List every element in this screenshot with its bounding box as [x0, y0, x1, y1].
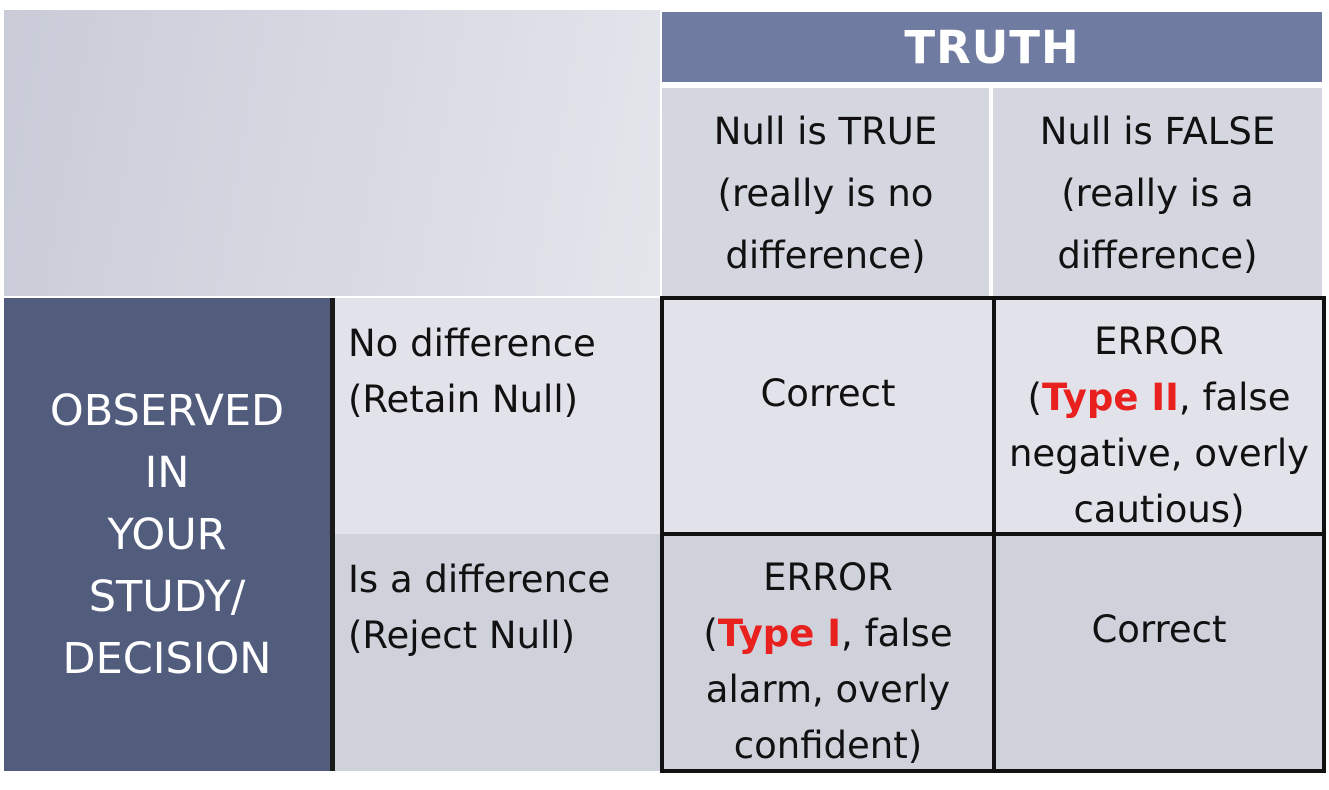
cell-line: alarm, overly	[705, 668, 951, 711]
cell-paren: (	[703, 612, 718, 655]
cell-line: ERROR	[763, 556, 893, 599]
observed-line: IN	[144, 447, 190, 498]
column-header-line: difference)	[725, 234, 926, 277]
cell-text: Correct	[760, 372, 896, 415]
column-header-line: (really is no	[717, 172, 934, 215]
outcome-grid: Correct ERROR (Type II, false negative, …	[660, 296, 1326, 773]
column-header-null-false: Null is FALSE (really is a difference)	[993, 88, 1322, 296]
cell-correct-retain: Correct	[664, 300, 992, 532]
cell-rest: , false	[1178, 376, 1291, 419]
observed-line: YOUR	[107, 509, 227, 560]
truth-label: TRUTH	[904, 20, 1080, 74]
cell-text: Correct	[1091, 608, 1227, 651]
row-label-line: (Retain Null)	[348, 378, 579, 421]
row-label-line: (Reject Null)	[348, 614, 576, 657]
observed-line: OBSERVED	[49, 385, 285, 436]
cell-paren: (	[1027, 376, 1042, 419]
cell-line: (Type I, false	[664, 606, 992, 662]
cell-line: confident)	[733, 724, 923, 767]
cell-line: (Type II, false	[996, 370, 1322, 426]
type-ii-label: Type II	[1041, 376, 1179, 419]
column-header-line: Null is FALSE	[1039, 110, 1276, 153]
observed-line: STUDY/	[88, 571, 246, 622]
table-corner	[4, 10, 660, 296]
row-label-line: No difference	[348, 322, 596, 365]
column-header-line: difference)	[1057, 234, 1258, 277]
cell-line: negative, overly	[1008, 432, 1310, 475]
cell-line: cautious)	[1073, 488, 1245, 531]
observed-row-header: OBSERVED IN YOUR STUDY/ DECISION	[4, 298, 330, 771]
observed-line: DECISION	[62, 633, 272, 684]
truth-header: TRUTH	[662, 12, 1322, 82]
row-label-reject-null: Is a difference (Reject Null)	[335, 534, 660, 771]
row-header-divider	[330, 298, 335, 771]
row-label-line: Is a difference	[348, 558, 611, 601]
cell-line: ERROR	[1094, 320, 1224, 363]
row-label-retain-null: No difference (Retain Null)	[335, 298, 660, 534]
cell-rest: , false	[841, 612, 953, 655]
column-header-null-true: Null is TRUE (really is no difference)	[662, 88, 989, 296]
column-header-line: (really is a	[1061, 172, 1254, 215]
cell-correct-reject: Correct	[996, 536, 1322, 769]
column-header-line: Null is TRUE	[713, 110, 938, 153]
cell-type-ii-error: ERROR (Type II, false negative, overly c…	[996, 300, 1322, 532]
cell-type-i-error: ERROR (Type I, false alarm, overly confi…	[664, 536, 992, 769]
type-i-label: Type I	[717, 612, 842, 655]
